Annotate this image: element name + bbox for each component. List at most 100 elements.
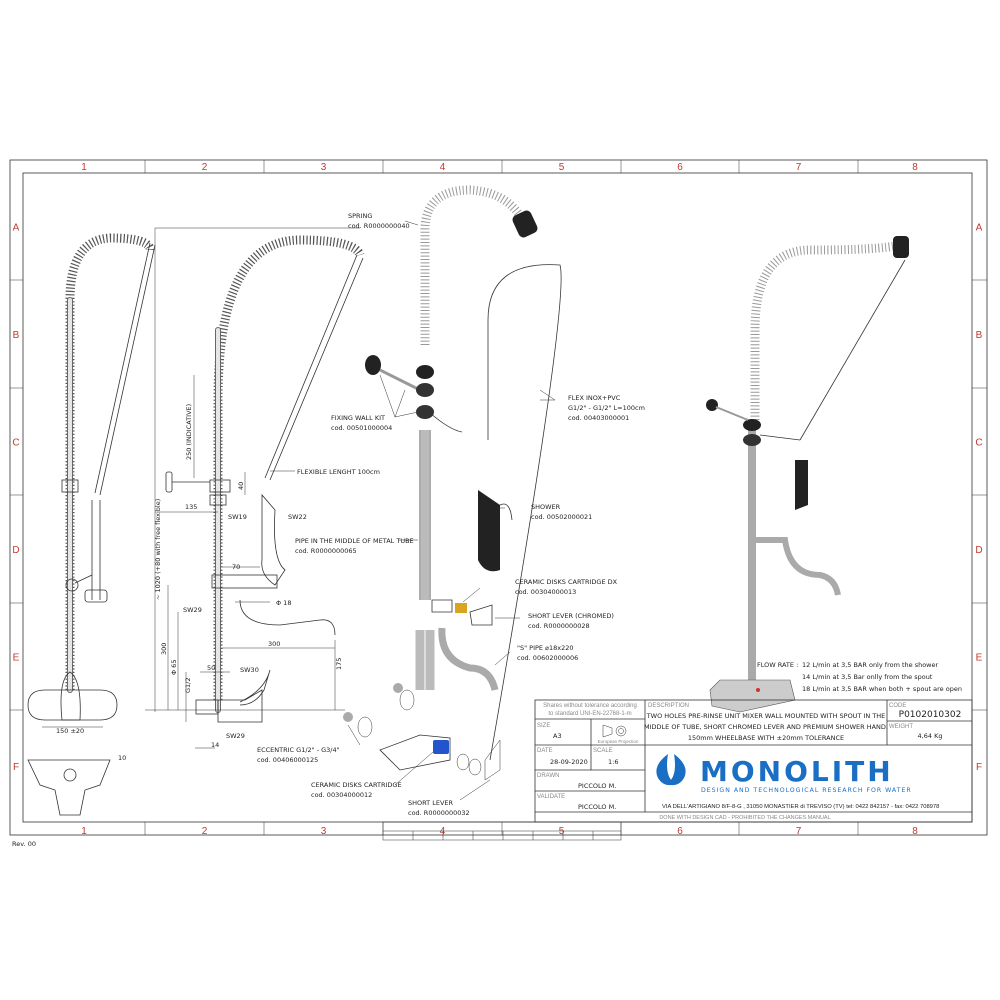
flow-rate-line: 18 L/min at 3,5 BAR when both + spout ar… bbox=[802, 685, 962, 693]
s-pipe-code: cod. 00602000006 bbox=[517, 654, 578, 662]
label-sw29-lower: SW29 bbox=[226, 732, 245, 740]
validate-label: VALIDATE bbox=[537, 794, 565, 800]
code-label: CODE bbox=[889, 703, 906, 709]
company-address: VIA DELL'ARTIGIANO 8/F-8-G , 31050 MONAS… bbox=[662, 804, 939, 810]
brand-tagline: DESIGN AND TECHNOLOGICAL RESEARCH FOR WA… bbox=[701, 787, 912, 794]
title-block: Shares without tolerance according to st… bbox=[534, 699, 973, 823]
date-label: DATE bbox=[537, 748, 553, 754]
validate-value: PICCOLO M. bbox=[578, 803, 616, 811]
size-value: A3 bbox=[553, 732, 562, 740]
flow-rate-label: FLOW RATE : bbox=[757, 661, 798, 669]
grid-column-label: 4 bbox=[440, 162, 446, 173]
grid-row-label: E bbox=[13, 653, 20, 664]
dim-indicative: 250 (INDICATIVE) bbox=[185, 404, 193, 460]
flow-rate-note: FLOW RATE : 12 L/min at 3,5 BAR only fro… bbox=[757, 661, 962, 693]
dim-40: 40 bbox=[237, 482, 245, 490]
dim-14: 14 bbox=[211, 741, 219, 749]
weight-label: WEIGHT bbox=[889, 724, 913, 730]
fixing-wall-kit-code: cod. 00501000004 bbox=[331, 424, 392, 432]
grid-row-label: F bbox=[13, 762, 19, 773]
tolerance-note: Shares without tolerance according bbox=[543, 703, 637, 709]
exploded-view: SPRING cod. R0000000040 FIXING WALL KIT … bbox=[257, 185, 645, 817]
dim-10: 10 bbox=[118, 754, 126, 762]
grid-column-label: 5 bbox=[559, 162, 565, 173]
eccentric-code: cod. 00406000125 bbox=[257, 756, 318, 764]
scale-value: 1:6 bbox=[608, 758, 618, 766]
drawn-value: PICCOLO M. bbox=[578, 782, 616, 790]
short-lever-code: cod. R0000000032 bbox=[408, 809, 470, 817]
label-flexible-length: FLEXIBLE LENGHT 100cm bbox=[297, 468, 380, 476]
assembled-view bbox=[706, 236, 909, 713]
weight-value: 4,64 Kg bbox=[918, 732, 943, 740]
grid-row-label: B bbox=[13, 330, 20, 341]
dim-150: 150 ±20 bbox=[56, 727, 84, 735]
dim-phi65: Φ 65 bbox=[170, 660, 178, 675]
pipe-label: PIPE IN THE MIDDLE OF METAL TUBE bbox=[295, 537, 414, 545]
size-label: SIZE bbox=[537, 723, 550, 729]
revision-label: Rev. 00 bbox=[12, 840, 36, 848]
description-label: DESCRIPTION bbox=[648, 703, 689, 709]
brand-name: MONOLITH bbox=[700, 755, 894, 788]
footer-note: DONE WITH DESIGN CAD - PROHIBITED THE CH… bbox=[659, 815, 830, 821]
grid-row-label: E bbox=[976, 653, 983, 664]
bottom-table-stub bbox=[382, 821, 622, 841]
grid-column-label: 6 bbox=[677, 162, 683, 173]
cartridge-dx-label: CERAMIC DISKS CARTRIDGE DX bbox=[515, 578, 618, 586]
grid-column-label: 8 bbox=[912, 162, 918, 173]
grid-column-label: 7 bbox=[796, 162, 802, 173]
description-line: TWO HOLES PRE-RINSE UNIT MIXER WALL MOUN… bbox=[646, 712, 886, 720]
short-lever-chromed-code: cod. R0000000028 bbox=[528, 622, 590, 630]
grid-column-label: 4 bbox=[440, 826, 446, 837]
side-view: ~ 1020 (+80 with free flexible) 250 (IND… bbox=[145, 227, 380, 749]
grid-column-label: 7 bbox=[796, 826, 802, 837]
short-lever-chromed-label: SHORT LEVER (CHROMED) bbox=[528, 612, 614, 620]
scale-label: SCALE bbox=[593, 748, 613, 754]
label-sw22: SW22 bbox=[288, 513, 307, 521]
grid-column-label: 5 bbox=[559, 826, 565, 837]
dim-175: 175 bbox=[335, 658, 343, 670]
grid-column-label: 3 bbox=[321, 826, 327, 837]
dim-total-height: ~ 1020 (+80 with free flexible) bbox=[154, 499, 162, 600]
spring-code: cod. R0000000040 bbox=[348, 222, 410, 230]
spring-label: SPRING bbox=[348, 212, 372, 220]
grid-column-label: 3 bbox=[321, 162, 327, 173]
grid-column-label: 2 bbox=[202, 162, 208, 173]
eccentric-label: ECCENTRIC G1/2" - G3/4" bbox=[257, 746, 340, 754]
grid-row-label: D bbox=[975, 545, 982, 556]
date-value: 28-09-2020 bbox=[550, 758, 588, 766]
flow-rate-line: 12 L/min at 3,5 BAR only from the shower bbox=[802, 661, 939, 669]
grid-column-label: 6 bbox=[677, 826, 683, 837]
s-pipe-label: "S" PIPE ⌀18x220 bbox=[517, 644, 574, 652]
label-sw30: SW30 bbox=[240, 666, 259, 674]
grid-row-label: C bbox=[12, 438, 19, 449]
fixing-wall-kit-label: FIXING WALL KIT bbox=[331, 414, 385, 422]
grid-row-label: B bbox=[976, 330, 983, 341]
grid-row-label: A bbox=[13, 223, 20, 234]
grid-column-label: 8 bbox=[912, 826, 918, 837]
grid-row-label: A bbox=[976, 223, 983, 234]
ceramic-cartridge-code: cod. 00304000012 bbox=[311, 791, 372, 799]
dim-135: 135 bbox=[185, 503, 197, 511]
cartridge-dx-code: cod. 00304000013 bbox=[515, 588, 576, 596]
flow-rate-line: 14 L/min at 3,5 Bar onlly from the spout bbox=[802, 673, 933, 681]
dim-g12: G1/2 bbox=[184, 678, 192, 694]
grid-column-label: 1 bbox=[81, 826, 87, 837]
code-value: P0102010302 bbox=[899, 710, 962, 720]
monolith-logo-icon bbox=[656, 754, 686, 786]
pipe-code: cod. R0000000065 bbox=[295, 547, 357, 555]
grid-row-label: C bbox=[975, 438, 982, 449]
shower-code: cod. 00502000021 bbox=[531, 513, 592, 521]
description-line: MIDDLE OF TUBE, SHORT CHROMED LEVER AND … bbox=[644, 723, 888, 731]
front-view: 150 ±20 10 bbox=[27, 233, 156, 816]
flex-code: cod. 00403000001 bbox=[568, 414, 629, 422]
ceramic-cartridge-label: CERAMIC DISKS CARTRIDGE bbox=[311, 781, 402, 789]
flex-spec: G1/2" - G1/2" L=100cm bbox=[568, 404, 645, 412]
grid-row-label: D bbox=[12, 545, 19, 556]
label-sw19: SW19 bbox=[228, 513, 247, 521]
projection-label: European Projection bbox=[598, 739, 639, 744]
dim-300-horizontal: 300 bbox=[268, 640, 280, 648]
projection-symbol-icon bbox=[602, 724, 627, 738]
